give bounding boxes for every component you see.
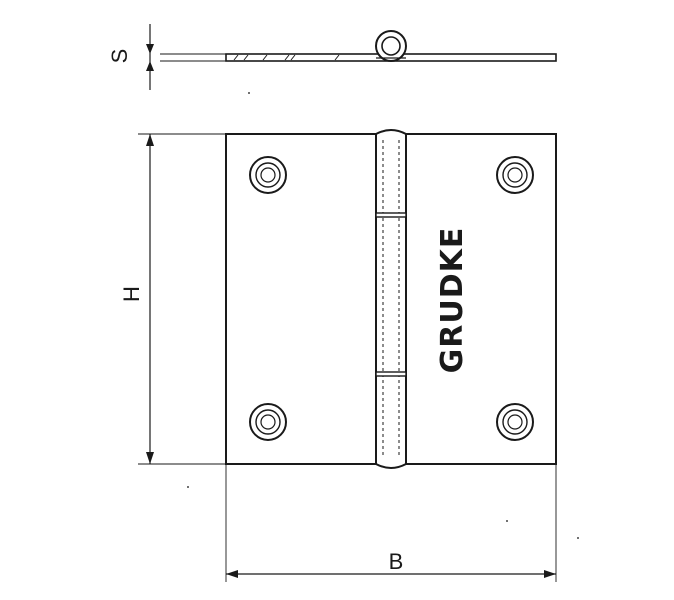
screw-hole — [496, 156, 534, 194]
side-view — [146, 24, 557, 90]
left-leaf — [225, 133, 377, 465]
side-knuckle — [375, 30, 407, 62]
knuckle-strip — [375, 129, 407, 469]
screw-hole — [249, 156, 287, 194]
side-hatch — [233, 54, 239, 61]
dimension-s — [146, 24, 226, 90]
width-label: B — [389, 549, 404, 574]
side-hatch — [290, 54, 296, 61]
side-knuckle-inner — [381, 36, 401, 56]
dimension-b — [225, 464, 557, 582]
right-leaf — [405, 133, 557, 465]
thickness-label: S — [107, 49, 132, 64]
side-hatch — [262, 54, 268, 61]
side-hatch — [243, 54, 249, 61]
speck — [187, 92, 579, 539]
knuckle-joint — [375, 212, 407, 218]
height-label: H — [119, 286, 144, 302]
side-hatch — [284, 54, 290, 61]
screw-hole — [496, 403, 534, 441]
knuckle-joint — [375, 371, 407, 377]
side-hatch — [334, 54, 340, 61]
brand-logo: GRUDKE — [435, 227, 470, 374]
dimension-h — [138, 133, 226, 465]
front-view — [225, 129, 557, 469]
screw-hole — [249, 403, 287, 441]
